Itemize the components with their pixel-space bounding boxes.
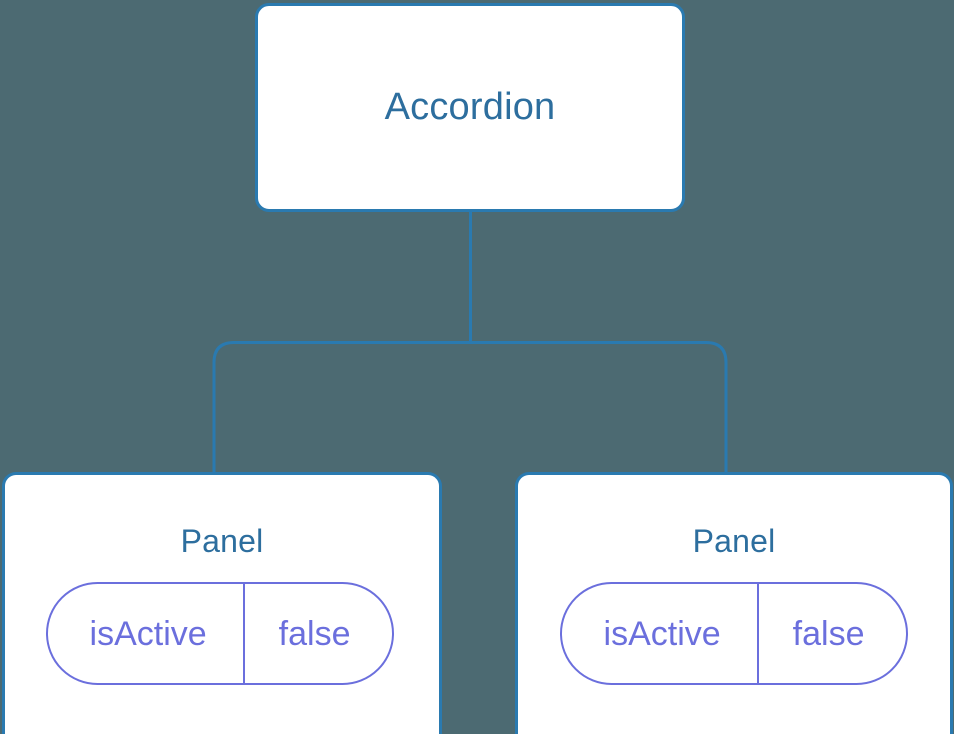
edge-root-to-panel-1 [212,341,471,474]
node-panel-2-title: Panel [692,522,776,559]
state-pill-panel-1[interactable]: isActive false [45,582,395,686]
edge-root-to-panel-2 [470,341,728,474]
node-panel-1-title: Panel [180,522,264,559]
state-key-panel-2: isActive [603,614,721,653]
state-key-panel-1: isActive [89,614,207,653]
state-value-panel-1: false [242,584,393,684]
node-accordion-title: Accordion [384,85,556,128]
node-accordion[interactable]: Accordion [255,3,685,212]
node-panel-1[interactable]: Panel isActive false [2,472,442,734]
state-value-panel-2: false [756,584,907,684]
state-pill-panel-2[interactable]: isActive false [559,582,909,686]
node-panel-2[interactable]: Panel isActive false [515,472,953,734]
